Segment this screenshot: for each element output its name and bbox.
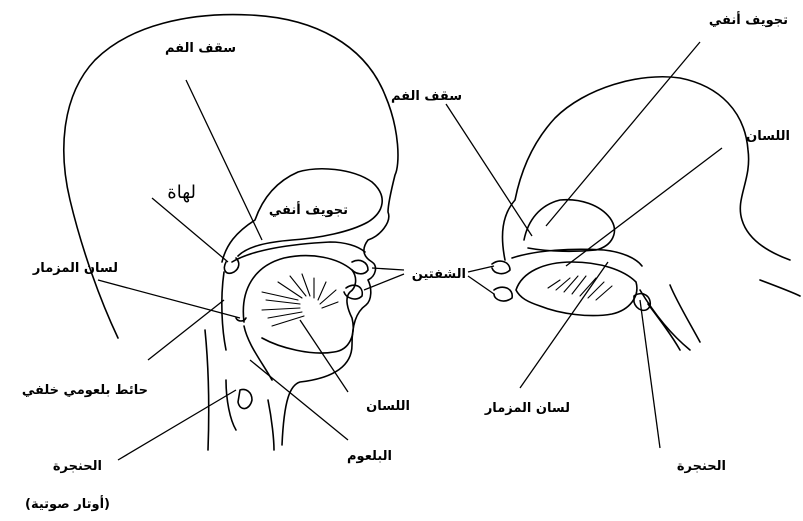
label-larynx-left: الحنجرة <box>53 459 102 474</box>
left-upper-lip <box>352 260 368 273</box>
right-tongue-hatching <box>548 276 612 300</box>
left-lower-lip <box>344 285 362 299</box>
right-head-figure <box>492 77 800 350</box>
leader-tongue-right <box>566 148 722 266</box>
right-neck <box>640 285 700 350</box>
right-back-contour <box>760 280 800 296</box>
leader-epiglottis-left <box>98 280 240 318</box>
left-pharynx-inner <box>244 326 272 380</box>
leader-lips-left-lower <box>364 274 404 290</box>
leader-lips-left-upper <box>372 268 404 270</box>
left-palate <box>232 242 365 262</box>
right-labels: تجويف أنفي سقف الفم اللسان لسان المزمار … <box>391 11 790 474</box>
left-tongue-hatching <box>262 274 338 326</box>
right-nasal-cavity <box>524 200 614 252</box>
right-leader-lines <box>446 42 722 448</box>
leader-epiglottis-right <box>520 262 608 388</box>
label-larynx-right: الحنجرة <box>677 459 726 474</box>
leader-pharynx <box>250 360 348 440</box>
label-uvula: لهاة <box>167 182 196 203</box>
label-epiglottis-left: لسان المزمار <box>32 261 118 276</box>
leader-nasal-right <box>546 42 700 226</box>
label-tongue-left: اللسان <box>366 399 410 414</box>
label-pharynx: البلعوم <box>347 449 392 464</box>
label-pharyngeal-wall: حائط بلعومي خلفي <box>22 383 148 398</box>
label-nasal-left: تجويف أنفي <box>269 201 348 218</box>
right-head-outline <box>502 77 790 260</box>
label-lips: الشفتين <box>412 267 466 282</box>
left-neck-back <box>205 330 209 450</box>
label-epiglottis-right: لسان المزمار <box>484 401 570 416</box>
label-nasal-right: تجويف أنفي <box>709 11 788 28</box>
label-palate-right: سقف الفم <box>391 89 462 104</box>
right-upper-lip <box>492 261 510 274</box>
left-pharynx-wall <box>222 272 226 350</box>
right-lower-lip <box>494 287 512 301</box>
left-neck-front <box>268 400 274 450</box>
label-palate-left: سقف الفم <box>165 41 236 56</box>
left-larynx <box>226 380 252 430</box>
left-epiglottis <box>236 318 246 321</box>
leader-lips-right-lower <box>468 276 494 294</box>
leader-uvula <box>152 198 228 262</box>
label-tongue-right: اللسان <box>746 129 790 144</box>
leader-larynx-left <box>118 390 236 460</box>
leader-palate-right <box>446 104 532 236</box>
leader-pharyngeal-wall <box>148 300 224 360</box>
label-vocal-cords: (أوتار صوتية) <box>25 495 110 512</box>
leader-larynx-right <box>640 300 660 448</box>
leader-lips-right-upper <box>468 266 494 272</box>
leader-palate-left <box>186 80 262 240</box>
